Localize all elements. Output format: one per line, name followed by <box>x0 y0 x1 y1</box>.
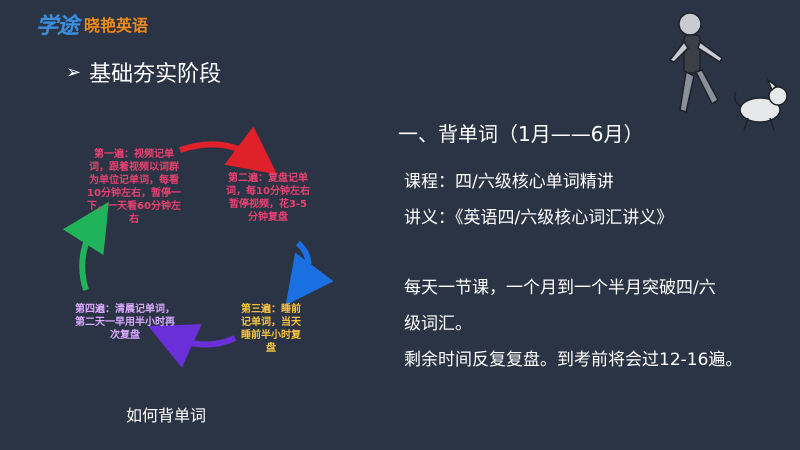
cycle-step-4: 第四遍：清晨记单词，第二天一早用半小时再次复盘 <box>75 304 175 341</box>
logo: 学途 晓艳英语 <box>36 8 148 40</box>
logo-mark: 学途 <box>36 14 79 39</box>
running-man-with-dog-icon <box>668 12 788 131</box>
remain-line: 剩余时间反复复盘。到考前将会过12-16遍。 <box>404 350 743 370</box>
notes-line: 讲义：《英语四/六级核心词汇讲义》 <box>404 208 674 228</box>
cycle-step-2: 第二遍：复盘记单词，每10分钟左右暂停视频，花3-5分钟复盘 <box>226 173 310 223</box>
cycle-caption: 如何背单词 <box>126 406 207 425</box>
daily-line-2: 级词汇。 <box>404 314 472 334</box>
bullet-arrow-icon: ➢ <box>66 61 82 83</box>
section-title: ➢ 基础夯实阶段 <box>66 56 221 88</box>
course-line: 课程：四/六级核心单词精讲 <box>404 172 614 192</box>
logo-name: 晓艳英语 <box>84 16 149 35</box>
arrow-purple <box>148 324 237 368</box>
arrow-green <box>62 201 109 291</box>
arrow-red <box>179 126 278 175</box>
cycle-step-1: 第一遍：视频记单词，跟着视频以词群为单位记单词，每看10分钟左右，暂停一下，一天… <box>87 149 181 225</box>
daily-line-1: 每天一节课，一个月到一个半月突破四/六 <box>404 278 716 298</box>
cycle-step-3: 第三遍：睡前记单词，当天睡前半小时复盘 <box>241 304 301 354</box>
vocab-heading: 一、背单词（1月——6月） <box>398 122 644 146</box>
arrow-blue <box>285 240 334 306</box>
section-title-text: 基础夯实阶段 <box>89 62 222 87</box>
